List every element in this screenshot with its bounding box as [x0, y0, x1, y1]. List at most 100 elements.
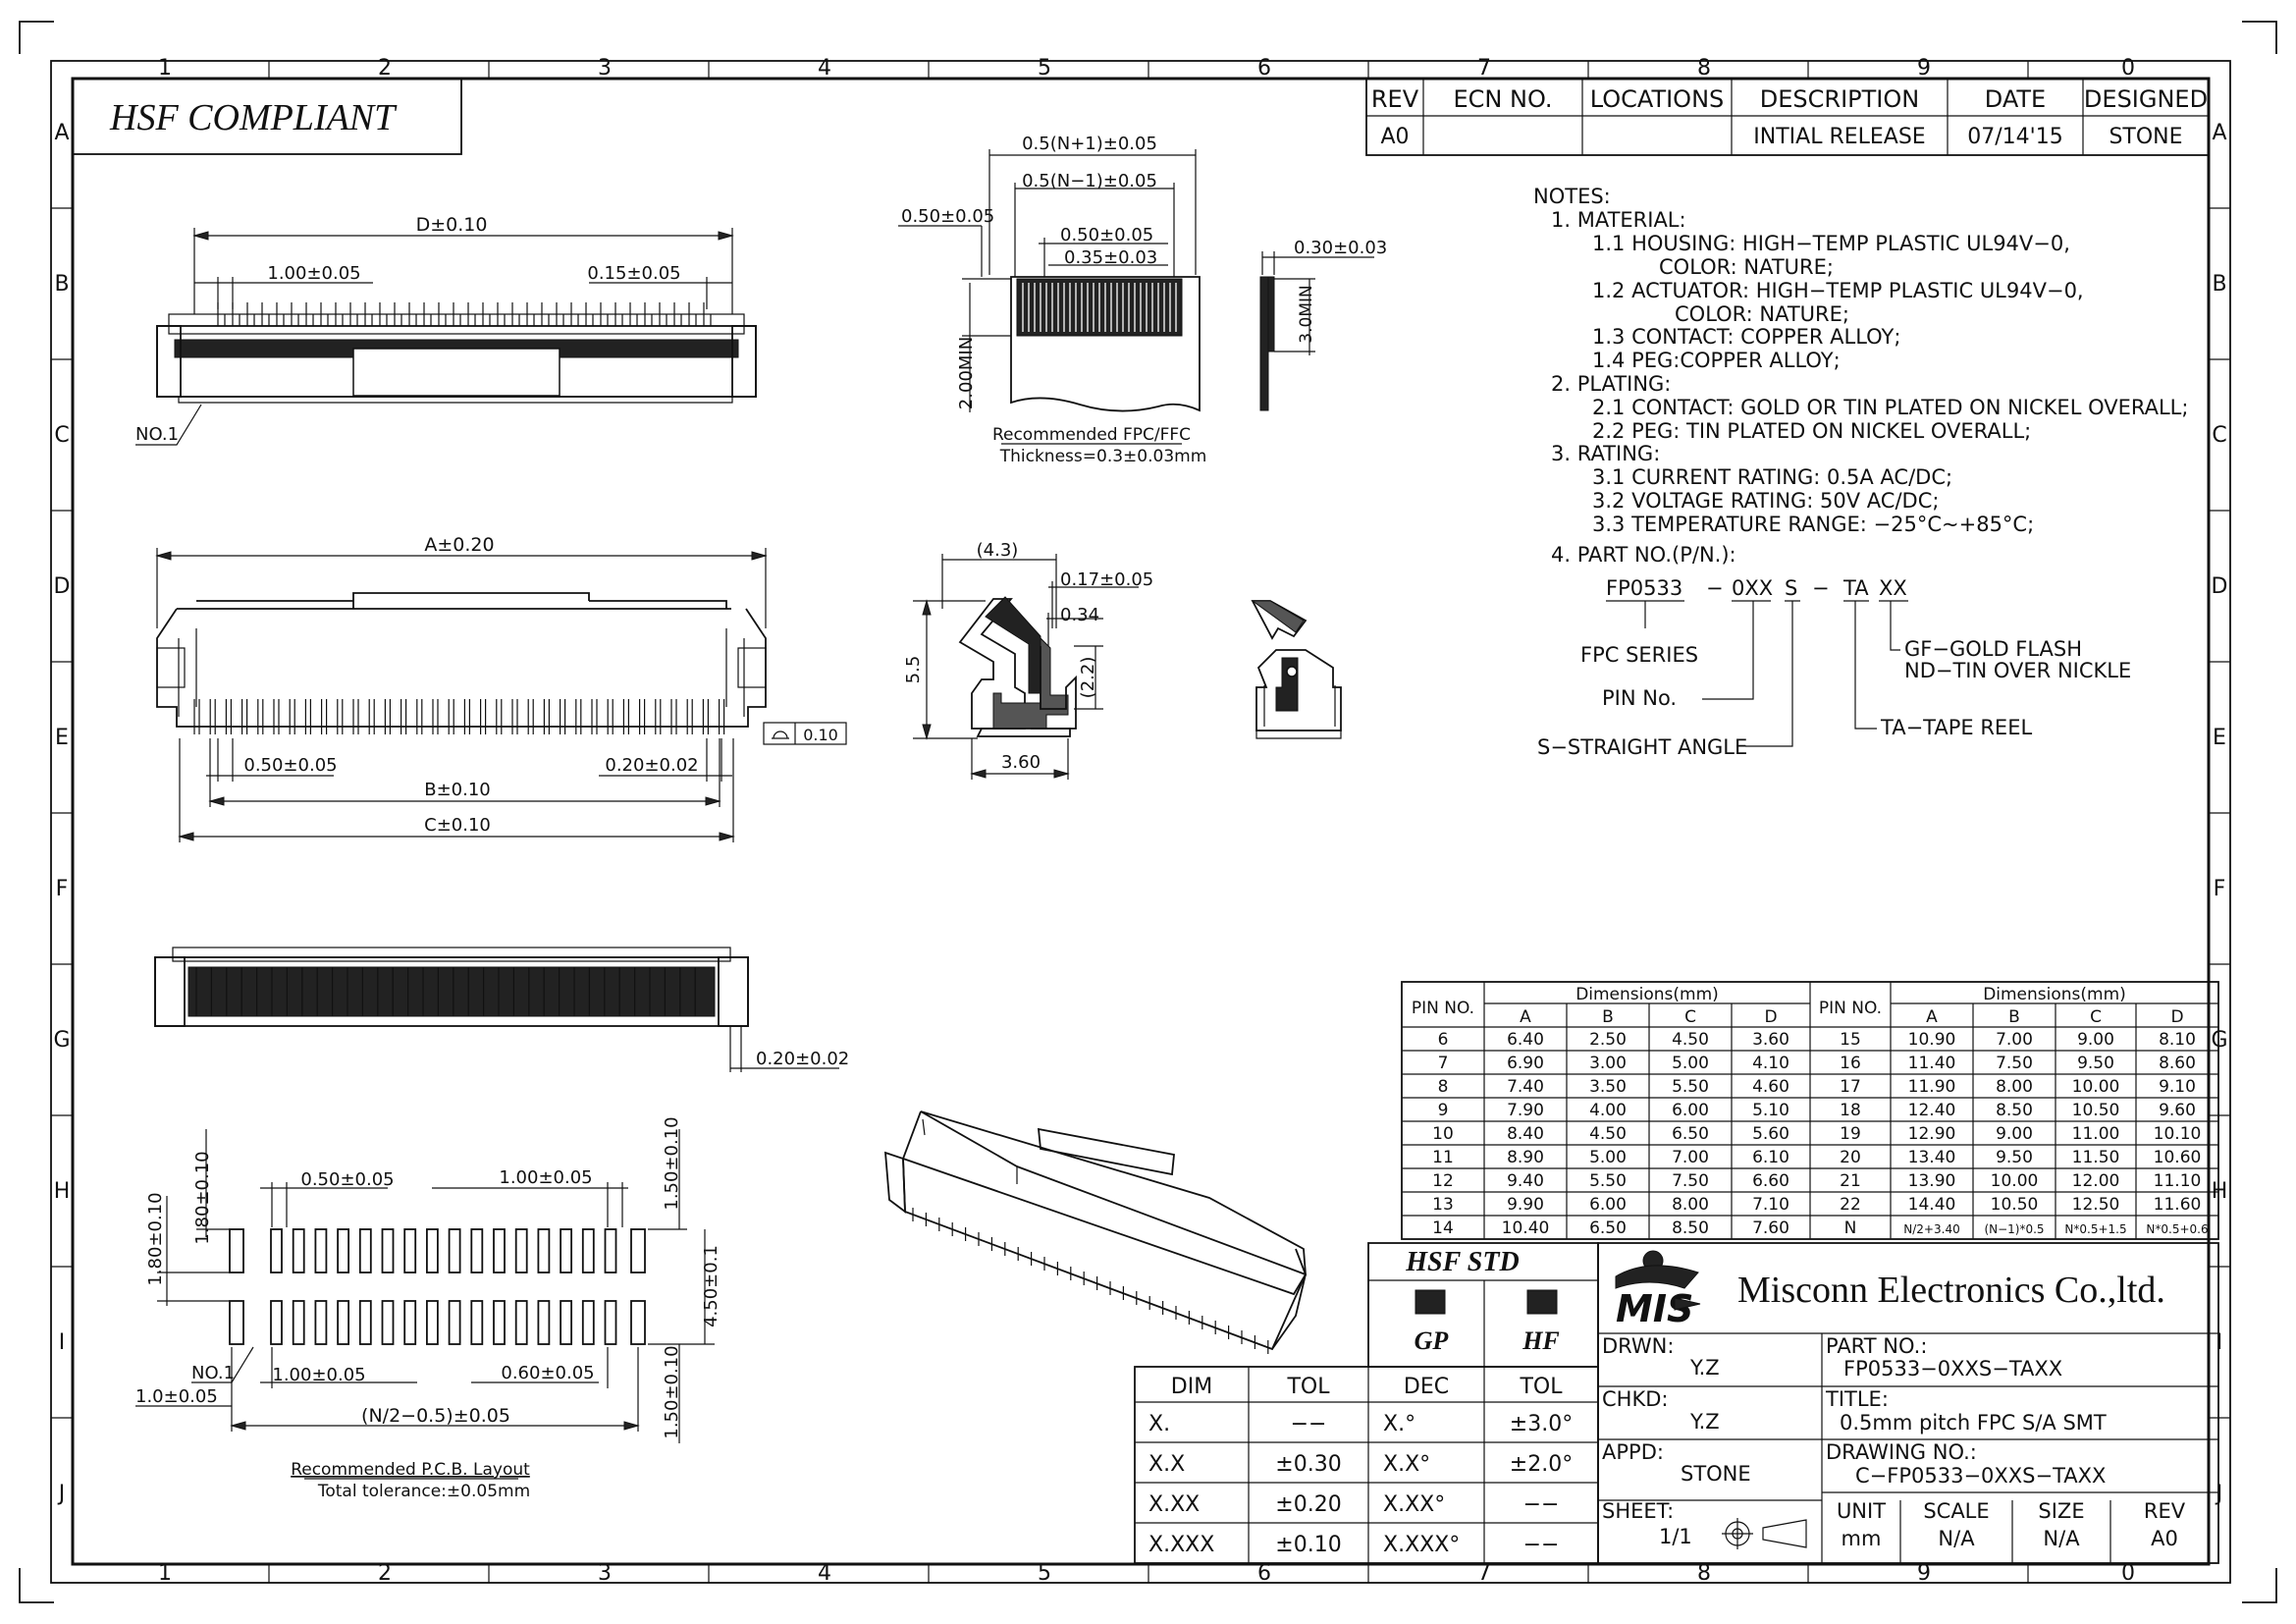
- unit-value: mm: [1842, 1527, 1882, 1550]
- dim-table-cell: 10.40: [1502, 1218, 1550, 1238]
- border-col-5-bottom: 5: [1038, 1561, 1051, 1586]
- connector-front-view: A±0.20 0.10 0.50±0.05 0.20±0.02 B±0.10 C…: [155, 534, 847, 842]
- border-row-d-right: D: [2212, 574, 2228, 599]
- title-block: MIS Misconn Electronics Co.,ltd. DRWN: Y…: [1597, 1242, 2219, 1564]
- dt-dim-header-left: Dimensions(mm): [1575, 985, 1719, 1004]
- part-number-breakdown: FP0533 − 0XX S − TA XX FPC SERIES PIN No…: [1537, 576, 2131, 759]
- border-col-8-bottom: 8: [1697, 1561, 1711, 1586]
- dim-table-cell: 9.10: [2159, 1077, 2196, 1097]
- dim-table-cell: 4.60: [1752, 1077, 1789, 1097]
- tol-header-tol: TOL: [1286, 1375, 1330, 1399]
- sheet-label: SHEET:: [1602, 1499, 1674, 1523]
- fpc-nminus-label: 0.5(N−1)±0.05: [1022, 171, 1157, 191]
- dim-table-cell: 8.10: [2159, 1030, 2196, 1050]
- dim-table-cell: 11.90: [1908, 1077, 1956, 1097]
- tolerance-cell: X.XX: [1148, 1492, 1200, 1517]
- notes-line-2: 1.1 HOUSING: HIGH−TEMP PLASTIC UL94V−0,: [1592, 232, 2070, 255]
- border-row-f-right: F: [2214, 877, 2226, 901]
- drwn-value: Y.Z: [1689, 1356, 1720, 1380]
- dim-front-050-label: 0.50±0.05: [243, 755, 337, 776]
- drawing-label: DRAWING NO.:: [1826, 1440, 1977, 1464]
- side-open-view: [1251, 600, 1342, 739]
- pcb-pad: [270, 1300, 283, 1345]
- pcb-pad: [493, 1300, 506, 1345]
- notes-line-13: 3.2 VOLTAGE RATING: 50V AC/DC;: [1592, 489, 1939, 513]
- fpc-caption-1: Recommended FPC/FFC: [992, 425, 1191, 445]
- dim-table-cell: 11.00: [2072, 1124, 2120, 1144]
- dim-table-cell: 8.00: [1996, 1077, 2033, 1097]
- pn-pin-no-label: PIN No.: [1602, 686, 1677, 710]
- gp-label: GP: [1415, 1326, 1450, 1355]
- dim-table-cell: 5.00: [1589, 1148, 1627, 1167]
- dim-c-label: C±0.10: [424, 815, 491, 836]
- dim-table-cell: (N−1)*0.5: [1984, 1222, 2044, 1236]
- connector-bottom-view: 0.20±0.02: [154, 947, 849, 1072]
- pcb-050-label: 0.50±0.05: [300, 1169, 394, 1190]
- dt-col-c-right: C: [2090, 1007, 2102, 1027]
- border-col-5: 5: [1038, 56, 1051, 81]
- fpc-caption-2: Thickness=0.3±0.03mm: [999, 447, 1207, 466]
- dt-col-c-left: C: [1684, 1007, 1696, 1027]
- border-row-c-right: C: [2212, 423, 2226, 448]
- dim-table-cell: 7.40: [1507, 1077, 1544, 1097]
- dt-col-a-right: A: [1926, 1007, 1938, 1027]
- tol-header-tol2: TOL: [1519, 1375, 1563, 1399]
- dim-table-cell: 6.40: [1507, 1030, 1544, 1050]
- part-label: PART NO.:: [1826, 1334, 1927, 1358]
- dim-side-020-label: 0.20±0.02: [756, 1049, 849, 1069]
- pcb-pad: [314, 1228, 328, 1273]
- notes-line-11: 3. RATING:: [1551, 442, 1660, 465]
- dim-table-cell: 11.10: [2154, 1171, 2202, 1191]
- dim-table-cell: 8: [1438, 1077, 1449, 1097]
- dt-col-b-left: B: [1602, 1007, 1614, 1027]
- pcb-060-label: 0.60±0.05: [501, 1363, 594, 1383]
- pcb-pad: [358, 1300, 372, 1345]
- rev-header-designed: DESIGNED: [2084, 85, 2208, 113]
- dim-table-cell: 5.60: [1752, 1124, 1789, 1144]
- tolerance-cell: ±0.10: [1275, 1533, 1341, 1557]
- dim-table-cell: 4.50: [1589, 1124, 1627, 1144]
- pcb-no1-label: NO.1: [191, 1363, 235, 1383]
- border-row-a: A: [54, 121, 69, 145]
- top-no1-label: NO.1: [135, 424, 179, 445]
- dim-table-cell: 8.90: [1507, 1148, 1544, 1167]
- drwn-label: DRWN:: [1602, 1334, 1674, 1358]
- dim-table-cell: 13.40: [1908, 1148, 1956, 1167]
- pcb-pad: [403, 1300, 417, 1345]
- border-row-i-right: I: [2216, 1330, 2223, 1355]
- dim-table-cell: 14: [1432, 1218, 1454, 1238]
- dim-table-cell: 2.50: [1589, 1030, 1627, 1050]
- side-section-view: (4.3) 0.17±0.05 0.34 5.5 (2.2) 3.60: [903, 540, 1153, 780]
- tol-header-dim: DIM: [1171, 1375, 1212, 1399]
- flatness-value: 0.10: [803, 726, 838, 744]
- rev-header-rev: REV: [1371, 85, 1419, 113]
- dim-table-cell: 5.00: [1672, 1054, 1709, 1073]
- tolerance-cell: ±0.20: [1275, 1492, 1341, 1517]
- dim-table-cell: 6.50: [1589, 1218, 1627, 1238]
- dim-a-label: A±0.20: [424, 534, 494, 556]
- dim-table-cell: 9.50: [1996, 1148, 2033, 1167]
- dim-table-cell: 18: [1840, 1101, 1861, 1120]
- dim-table-cell: 16: [1840, 1054, 1861, 1073]
- pcb-pad: [514, 1300, 528, 1345]
- dim-table-cell: 12.90: [1908, 1124, 1956, 1144]
- rev-header-date: DATE: [1985, 85, 2046, 113]
- crop-marks: [19, 21, 2277, 1603]
- dim-b-label: B±0.10: [424, 780, 491, 800]
- pn-angle: S: [1785, 576, 1797, 600]
- dim-table-cell: 9.00: [1996, 1124, 2033, 1144]
- pcb-10-label: 1.0±0.05: [135, 1386, 218, 1407]
- pn-prefix: FP0533: [1606, 576, 1682, 600]
- dim-table-cell: 8.50: [1672, 1218, 1709, 1238]
- dim-table-cell: 10: [1432, 1124, 1454, 1144]
- rev-cell-designed: STONE: [2109, 125, 2182, 149]
- gp-marker: [1415, 1289, 1446, 1315]
- tolerance-cell: X.XX°: [1383, 1492, 1445, 1517]
- pcb-pad: [581, 1228, 595, 1273]
- rev-value: A0: [2151, 1527, 2178, 1550]
- appd-label: APPD:: [1602, 1440, 1664, 1464]
- fpc-050-label: 0.50±0.05: [901, 206, 994, 227]
- dim-table-cell: 7.90: [1507, 1101, 1544, 1120]
- pcb-180a-label: 1.80±0.10: [192, 1151, 213, 1244]
